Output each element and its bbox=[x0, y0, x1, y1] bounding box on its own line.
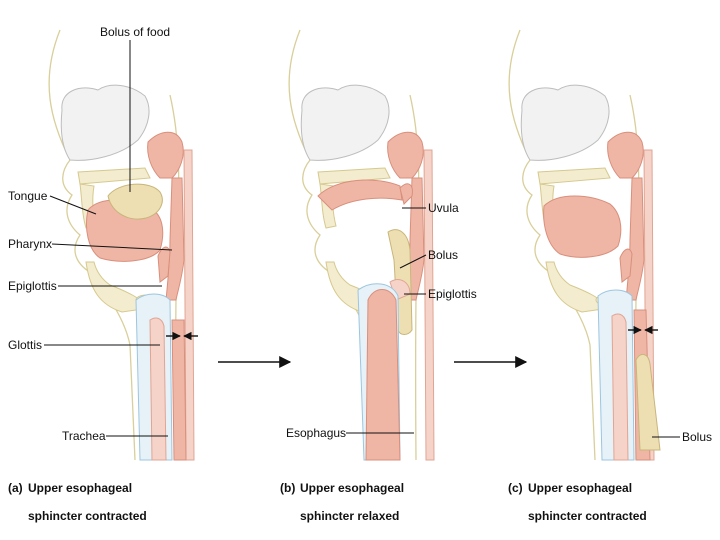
esophagus-shape bbox=[365, 289, 401, 461]
panel-c-anatomy bbox=[508, 29, 661, 461]
label-uvula: Uvula bbox=[428, 201, 459, 215]
label-bolus-b: Bolus bbox=[428, 248, 458, 262]
label-epiglottis-b: Epiglottis bbox=[428, 287, 477, 301]
label-trachea: Trachea bbox=[62, 429, 106, 443]
panel-b: Uvula Bolus Epiglottis Esophagus (b) Upp… bbox=[280, 29, 477, 523]
caption-a-line2: sphincter contracted bbox=[28, 509, 147, 523]
panel-a: Bolus of food Tongue Pharynx Epiglottis … bbox=[8, 25, 198, 523]
label-pharynx: Pharynx bbox=[8, 237, 52, 251]
panel-b-anatomy bbox=[288, 29, 435, 461]
caption-a-line1: Upper esophageal bbox=[28, 481, 132, 495]
bolus-of-food-shape bbox=[107, 183, 163, 220]
label-epiglottis: Epiglottis bbox=[8, 279, 57, 293]
label-bolus-c: Bolus bbox=[682, 430, 712, 444]
bolus-c-shape bbox=[635, 354, 661, 451]
label-tongue: Tongue bbox=[8, 189, 48, 203]
label-glottis: Glottis bbox=[8, 338, 42, 352]
caption-b-line1: Upper esophageal bbox=[300, 481, 404, 495]
caption-c-letter: (c) bbox=[508, 481, 523, 495]
panel-c: Bolus (c) Upper esophageal sphincter con… bbox=[508, 29, 712, 523]
caption-c-line2: sphincter contracted bbox=[528, 509, 647, 523]
panel-a-anatomy bbox=[48, 29, 198, 461]
caption-b-line2: sphincter relaxed bbox=[300, 509, 399, 523]
caption-c-line1: Upper esophageal bbox=[528, 481, 632, 495]
epiglottis-shape bbox=[157, 246, 171, 283]
caption-a-letter: (a) bbox=[8, 481, 23, 495]
caption-b-letter: (b) bbox=[280, 481, 295, 495]
label-bolus-of-food: Bolus of food bbox=[100, 25, 170, 39]
label-esophagus: Esophagus bbox=[286, 426, 346, 440]
